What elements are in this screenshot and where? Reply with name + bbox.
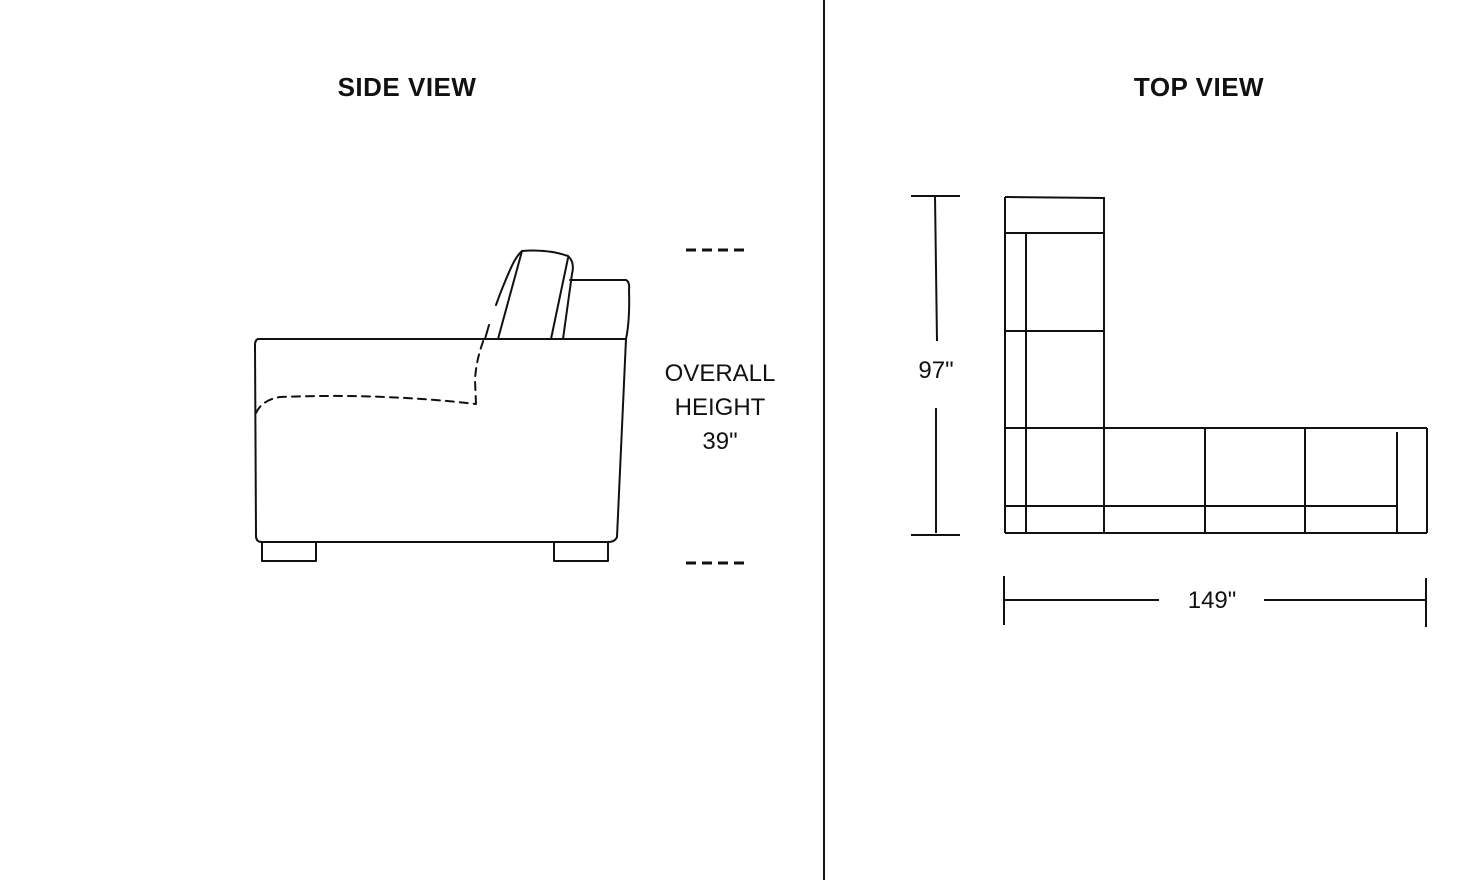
dimension-lines [911,195,1427,627]
top-view-title: TOP VIEW [1133,72,1265,102]
top-view-sectional [1004,196,1428,534]
overall-height-line1: OVERALL [664,360,776,387]
center-divider [823,0,825,880]
depth-dimension-label: 97" [918,357,954,384]
width-dimension-label: 149" [1187,587,1237,614]
overall-height-line2: HEIGHT [674,394,766,421]
height-markers [686,248,746,565]
side-view-sofa [254,249,631,562]
overall-height-value: 39" [702,428,738,455]
overall-height-label: OVERALL HEIGHT 39" [665,357,776,459]
side-view-title: SIDE VIEW [337,72,477,102]
